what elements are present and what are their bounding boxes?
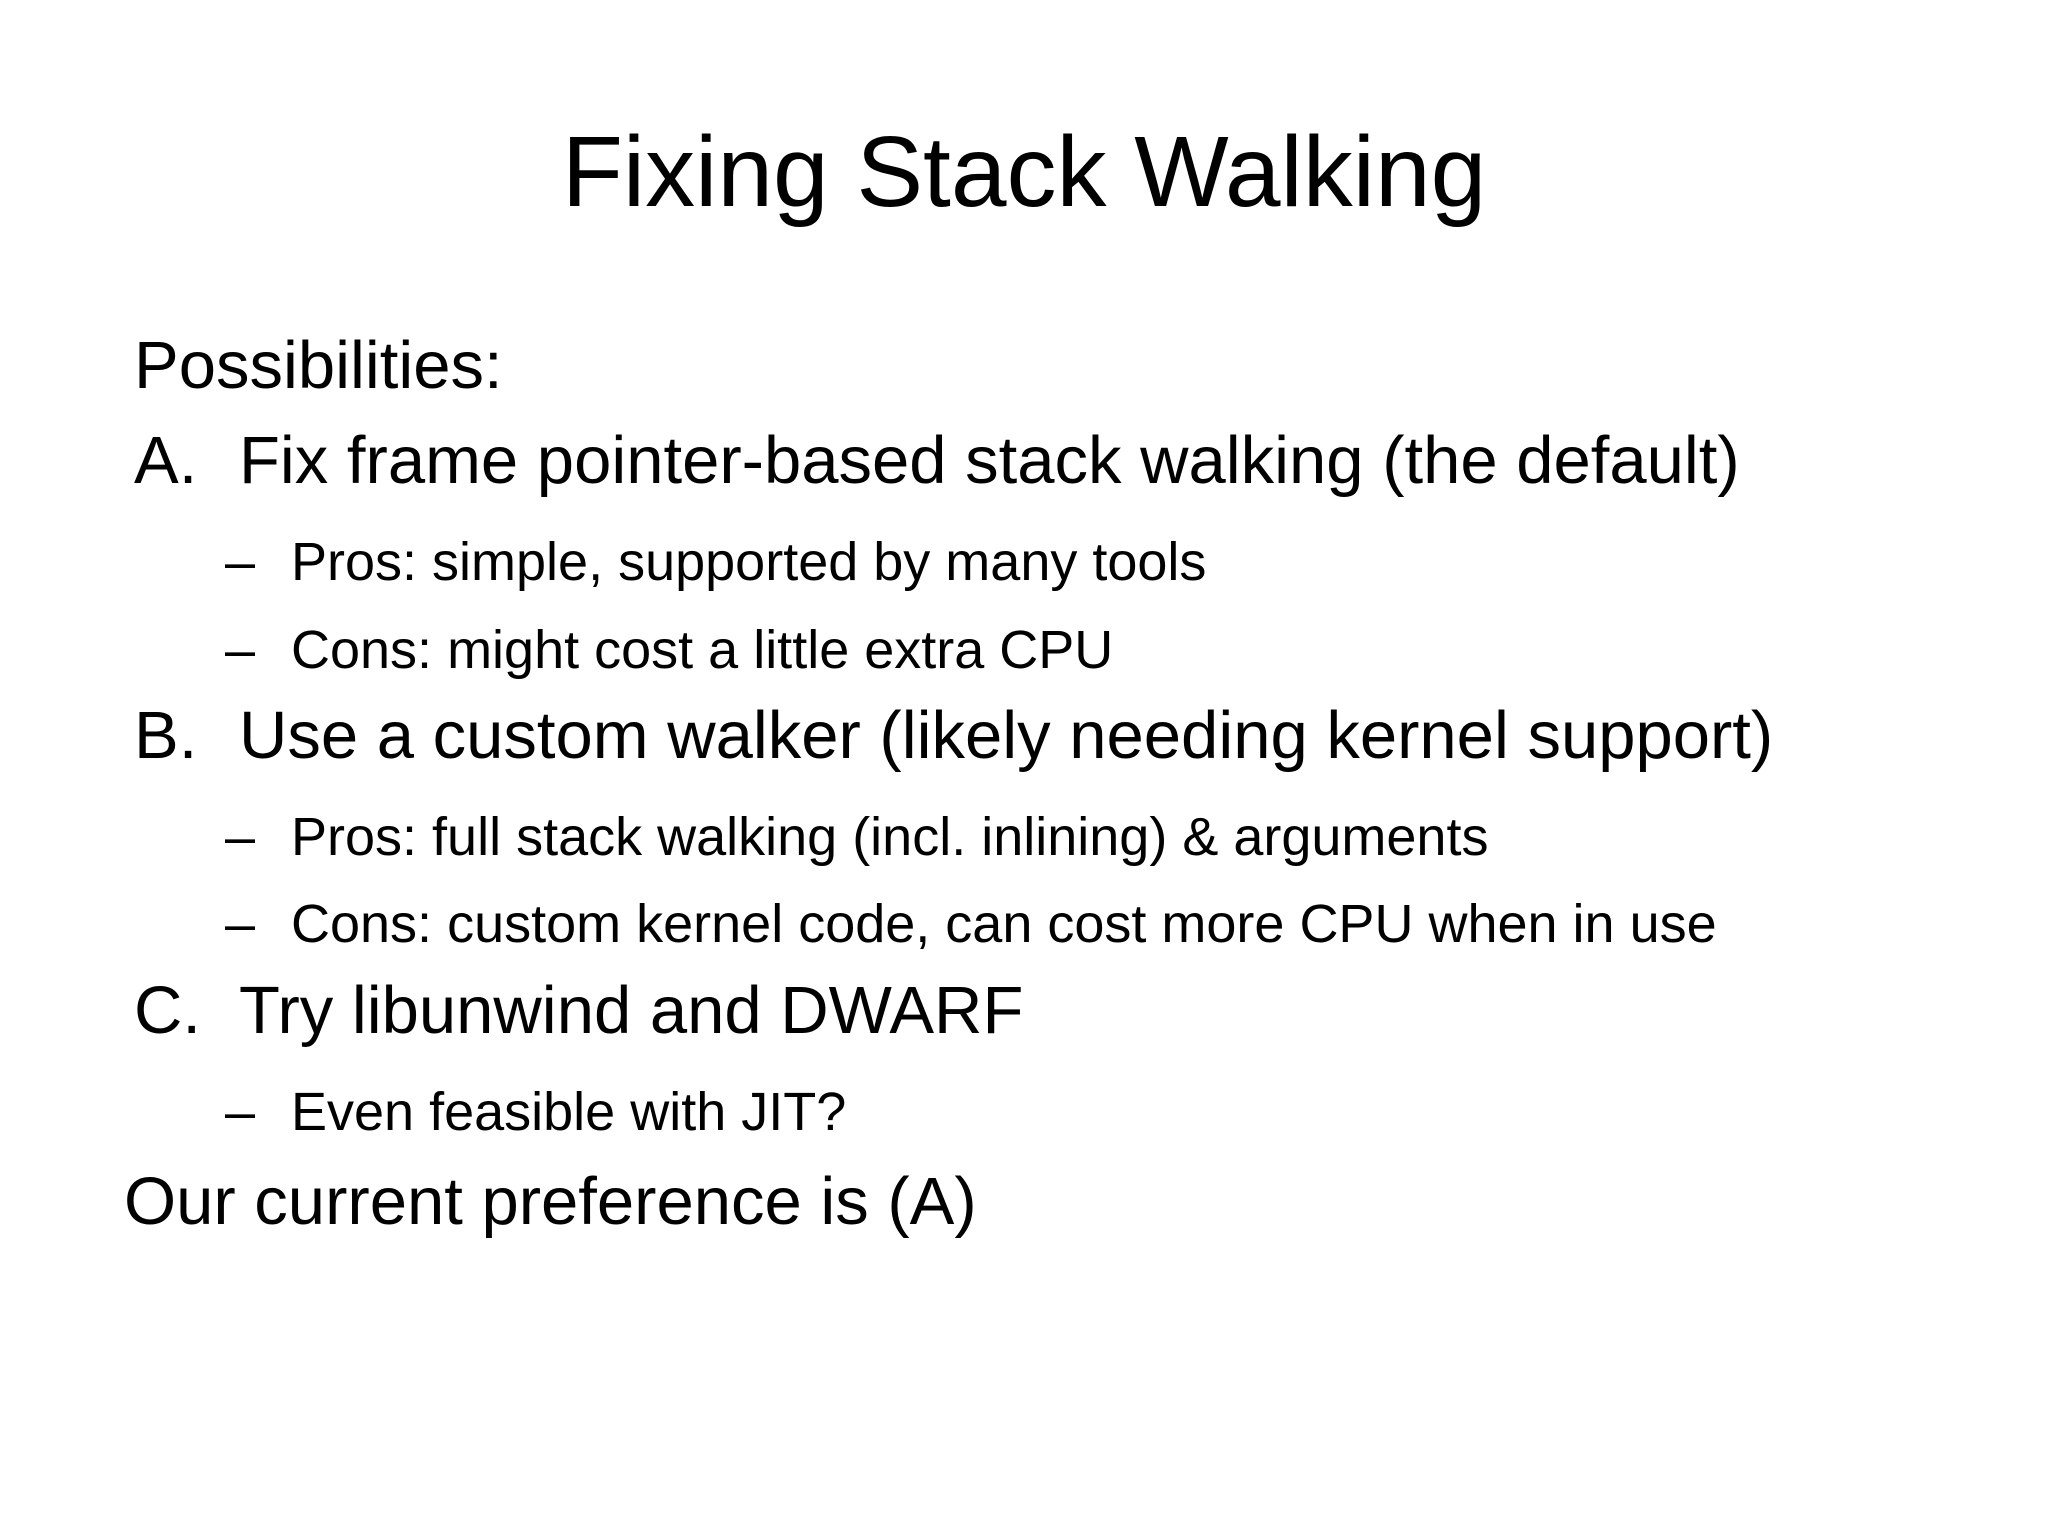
option-text: Use a custom walker (likely needing kern… [239,698,1774,773]
conclusion-text: Our current preference is (A) [124,1164,977,1239]
option-c: C. Try libunwind and DWARF [134,971,1934,1051]
dash-bullet: – [225,1082,256,1142]
option-text: Fix frame pointer-based stack walking (t… [239,423,1740,498]
sub-bullet-text: Pros: full stack walking (incl. inlining… [291,807,1489,867]
option-b-cons: – Cons: custom kernel code, can cost mor… [225,892,1975,956]
option-b: B. Use a custom walker (likely needing k… [134,696,1934,776]
option-c-note: – Even feasible with JIT? [225,1080,1925,1144]
option-a-cons: – Cons: might cost a little extra CPU [225,618,1925,682]
option-a-pros: – Pros: simple, supported by many tools [225,530,1925,594]
sub-bullet-text: Even feasible with JIT? [291,1082,847,1142]
sub-bullet-text: Cons: might cost a little extra CPU [291,620,1114,680]
option-marker: A. [134,423,198,498]
sub-bullet-text: Pros: simple, supported by many tools [291,532,1207,592]
slide-title: Fixing Stack Walking [561,116,1487,228]
option-a: A. Fix frame pointer-based stack walking… [134,421,1934,501]
dash-bullet: – [225,894,256,954]
dash-bullet: – [225,532,256,592]
dash-bullet: – [225,807,256,867]
sub-bullet-text: Cons: custom kernel code, can cost more … [291,894,1717,954]
option-marker: B. [134,698,198,773]
intro-text: Possibilities: [134,328,503,403]
option-b-pros: – Pros: full stack walking (incl. inlini… [225,805,1925,869]
dash-bullet: – [225,620,256,680]
option-marker: C. [134,973,201,1048]
option-text: Try libunwind and DWARF [239,973,1024,1048]
